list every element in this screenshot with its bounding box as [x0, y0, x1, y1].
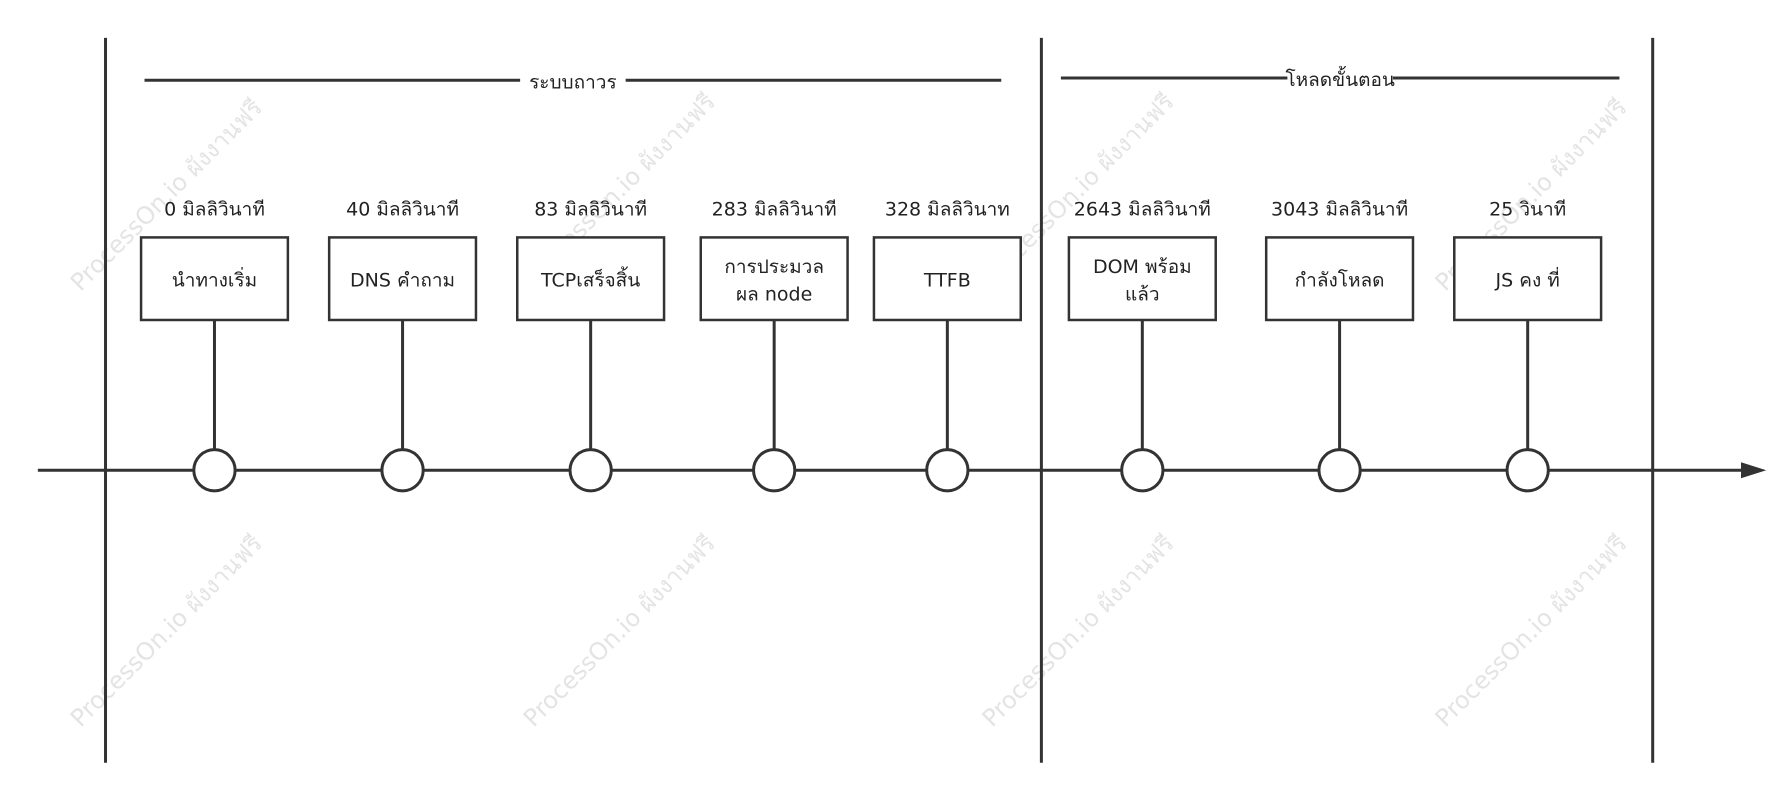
step-time-label: 283 มิลลิวินาที	[712, 199, 837, 221]
timeline-step: 328 มิลลิวินาท TTFB	[872, 199, 1022, 493]
step-node-circle	[752, 448, 797, 493]
step-box-label: DNS คำถาม	[350, 270, 455, 292]
watermark-layer: ProcessOn.io ผังงานฟรี ProcessOn.io ผังงา…	[65, 88, 1633, 733]
structure-layer: ระบบถาวร โหลดขั้นตอน	[37, 37, 1767, 763]
step-node-circle	[925, 448, 970, 493]
watermark-text: ProcessOn.io ผังงานฟรี	[518, 529, 721, 732]
step-time-label: 40 มิลลิวินาที	[346, 199, 459, 221]
step-time-label: 25 วินาที	[1489, 199, 1566, 221]
step-time-label: 2643 มิลลิวินาที	[1074, 199, 1211, 221]
timeline-step: 40 มิลลิวินาที DNS คำถาม	[327, 199, 478, 493]
step-box	[327, 236, 478, 322]
step-box	[1264, 236, 1415, 322]
step-time-label: 83 มิลลิวินาที	[534, 199, 647, 221]
timeline-step: 3043 มิลลิวินาทีกำลังโหลด	[1264, 199, 1415, 493]
watermark-text: ProcessOn.io ผังงานฟรี	[65, 529, 268, 732]
step-box	[1453, 236, 1603, 322]
step-box-label: DOM พร้อม	[1093, 256, 1192, 278]
step-box-label: กำลังโหลด	[1295, 269, 1385, 292]
step-box-label: JS คง ที่	[1495, 267, 1560, 292]
step-box-label: ผล node	[736, 283, 812, 305]
section-label: ระบบถาวร	[529, 71, 617, 93]
step-box	[139, 236, 290, 322]
step-node-circle	[1120, 448, 1165, 493]
timeline-arrow-head	[1741, 462, 1767, 479]
step-box-label: TCPเสร็จสิ้น	[540, 267, 640, 292]
step-node-circle	[192, 448, 237, 493]
step-box-label: นำทางเริ่ม	[172, 267, 257, 292]
step-box-label: การประมวล	[724, 256, 824, 278]
step-box-label: TTFB	[923, 270, 971, 292]
step-node-circle	[380, 448, 425, 493]
step-box	[699, 236, 849, 322]
step-time-label: 0 มิลลิวินาที	[164, 199, 265, 221]
step-box	[1067, 236, 1217, 322]
timeline-step: 83 มิลลิวินาที TCPเสร็จสิ้น	[516, 199, 666, 493]
step-box	[516, 236, 666, 322]
watermark-text: ProcessOn.io ผังงานฟรี	[1430, 529, 1633, 732]
step-node-circle	[1505, 448, 1550, 493]
step-node-circle	[568, 448, 613, 493]
step-time-label: 328 มิลลิวินาท	[885, 199, 1010, 221]
step-box	[872, 236, 1022, 322]
timeline-step: 25 วินาที JS คง ที่	[1453, 199, 1603, 493]
steps-layer: 0 มิลลิวินาทีนำทางเริ่ม 40 มิลลิวินาที DNS…	[139, 199, 1603, 493]
timeline-step: 0 มิลลิวินาทีนำทางเริ่ม	[139, 199, 290, 493]
watermark-text: ProcessOn.io ผังงานฟรี	[977, 529, 1180, 732]
step-box-label: แล้ว	[1125, 283, 1160, 305]
step-node-circle	[1317, 448, 1362, 493]
section-label: โหลดขั้นตอน	[1285, 66, 1394, 91]
step-time-label: 3043 มิลลิวินาที	[1271, 199, 1408, 221]
